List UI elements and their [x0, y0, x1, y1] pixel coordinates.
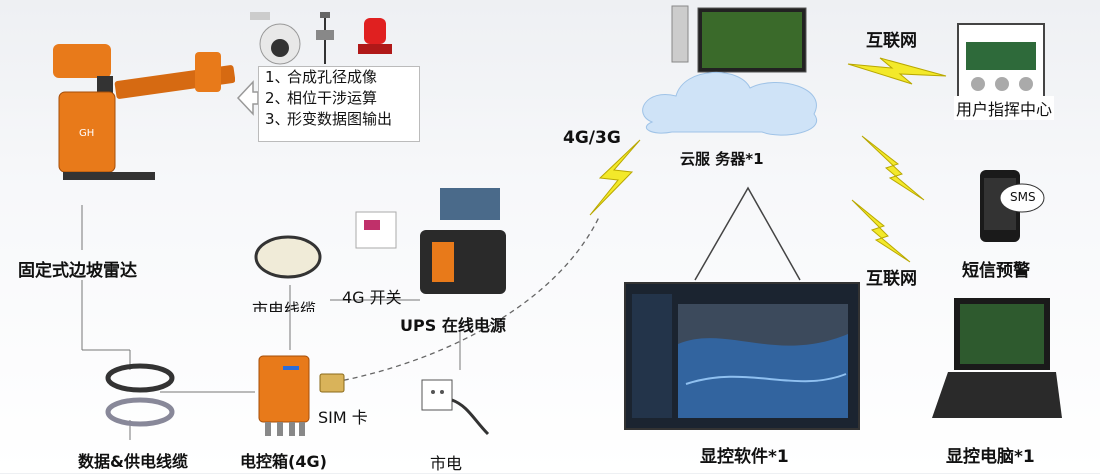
power-outlet-icon	[421, 379, 490, 436]
radar-label: 固定式边坡雷达	[18, 261, 137, 281]
command-center-icon	[957, 23, 1045, 99]
lightning-icon	[861, 135, 925, 201]
terrain-map-icon	[632, 294, 848, 418]
control-box-icon	[258, 355, 310, 436]
lightning-icon	[589, 139, 641, 216]
lightning-icon	[851, 199, 911, 263]
phone-sms-icon	[980, 170, 1045, 242]
lightning-bolts	[589, 57, 947, 263]
display-software-label: 显控软件*1	[700, 447, 789, 467]
server-software-link	[694, 186, 801, 281]
cloud-server-icon	[642, 5, 817, 136]
4g-link-label: 4G/3G	[563, 128, 621, 148]
slope-radar-icon: GH	[53, 44, 235, 180]
cloud-server-label: 云服 务器*1	[680, 150, 764, 168]
dashed-4g-link	[334, 214, 601, 383]
step-item: 2、相位干涉运算	[265, 89, 378, 107]
laptop-icon	[932, 298, 1062, 418]
command-center-label: 用户指挥中心	[954, 96, 1055, 120]
display-pc-label: 显控电脑*1	[946, 447, 1035, 467]
display-software-screen	[624, 282, 860, 430]
lightning-icon	[847, 57, 947, 85]
step-item: 1、合成孔径成像	[265, 68, 378, 86]
switch-label: 4G 开关	[342, 288, 402, 307]
step-item: 3、形变数据图输出	[265, 110, 393, 128]
cable-label: 数据&供电线缆	[78, 452, 188, 471]
internet-bottom-label: 互联网	[866, 269, 917, 289]
4g-switch-icon	[355, 211, 397, 249]
arrow-left-icon	[236, 80, 259, 116]
ups-icon	[420, 188, 506, 294]
device-icons	[250, 12, 392, 65]
control-box-label: 电控箱(4G)	[240, 452, 327, 471]
alarm-siren-icon	[358, 18, 392, 54]
sim-label: SIM 卡	[318, 408, 368, 427]
data-power-cable-icon	[105, 363, 175, 427]
mains-label: 市电	[430, 454, 463, 473]
sensor-pole-icon	[316, 12, 334, 64]
svg-text:GH: GH	[79, 128, 94, 139]
mains-cable-label: 市电线缆	[252, 300, 317, 312]
ptz-camera-icon	[250, 12, 301, 65]
internet-top-label: 互联网	[866, 31, 917, 51]
sim-card-icon	[319, 373, 345, 393]
sms-label: 短信预警	[962, 261, 1030, 281]
processing-steps-box: 1、合成孔径成像 2、相位干涉运算 3、形变数据图输出	[258, 66, 420, 142]
mains-cable-icon	[254, 235, 322, 279]
ups-label: UPS 在线电源	[400, 316, 506, 335]
sms-bubble-text: SMS	[1010, 190, 1036, 204]
